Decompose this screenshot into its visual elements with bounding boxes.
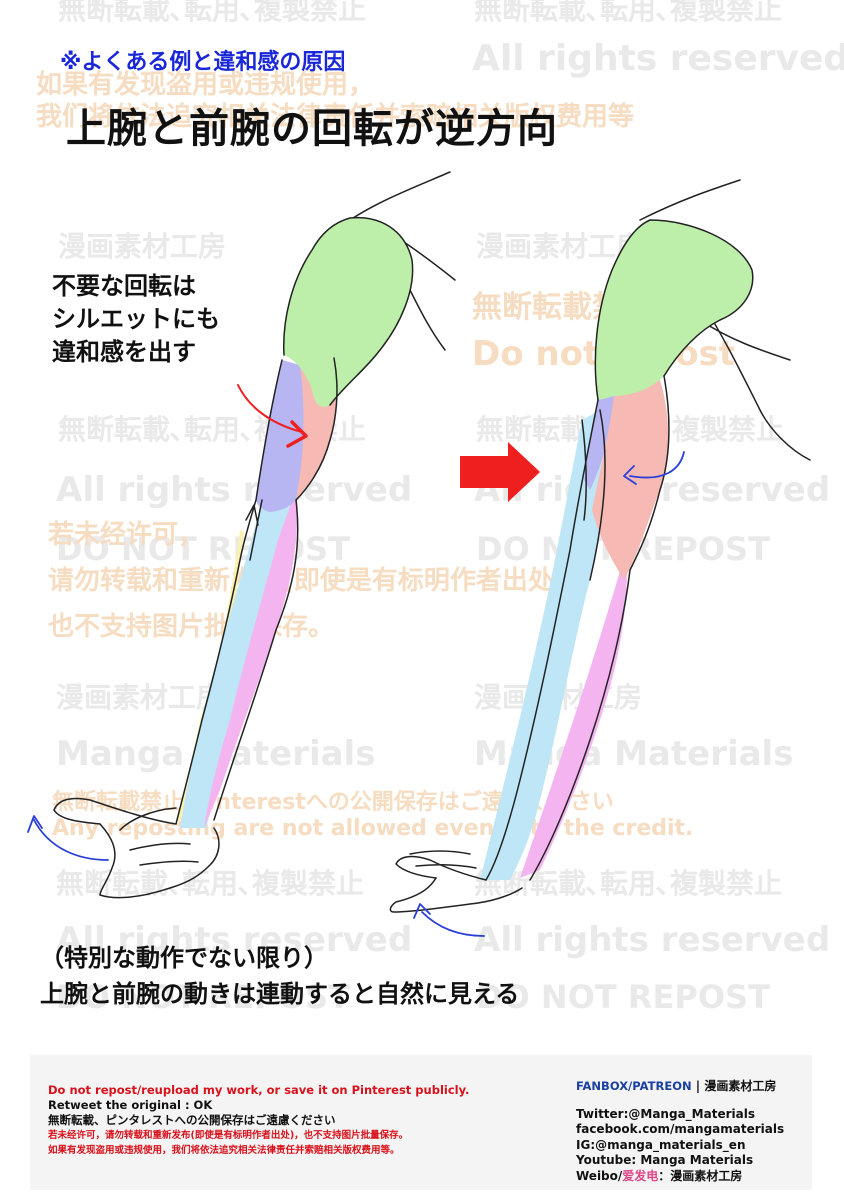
callout-line-2: シルエットにも bbox=[52, 305, 220, 333]
weibo-suffix: ：漫画素材工房 bbox=[658, 1168, 743, 1183]
weibo-line[interactable]: Weibo/爱发电：漫画素材工房 bbox=[576, 1169, 784, 1185]
facebook-link[interactable]: facebook.com/mangamaterials bbox=[576, 1122, 785, 1136]
watermark-dnr-caps-4: DO NOT REPOST bbox=[476, 978, 770, 1016]
right-biceps bbox=[584, 396, 614, 490]
left-arm-drawing bbox=[27, 171, 456, 899]
arm-illustration bbox=[27, 171, 811, 937]
fanbox-link[interactable]: FANBOX/PATREON bbox=[576, 1079, 692, 1093]
transition-arrow bbox=[460, 442, 540, 502]
notice-english: Do not repost/reupload my work, or save … bbox=[48, 1083, 470, 1097]
right-arm-drawing bbox=[389, 179, 811, 937]
notice-chinese-1: 若未经许可，请勿转载和重新发布(即使是有标明作者出处)，也不支持图片批量保存。 bbox=[48, 1130, 409, 1141]
instagram-link[interactable]: IG:@manga_materials_en bbox=[576, 1137, 746, 1152]
twitter-link[interactable]: Twitter:@Manga_Materials bbox=[576, 1106, 755, 1121]
left-biceps bbox=[256, 360, 307, 512]
watermark-rights-top: All rights reserved bbox=[472, 38, 844, 79]
bottom-note-line-2: 上腕と前腕の動きは連動すると自然に見える bbox=[40, 980, 520, 1008]
youtube-link[interactable]: Youtube: Manga Materials bbox=[576, 1153, 754, 1167]
page-title: 上腕と前腕の回転が逆方向 bbox=[66, 105, 558, 152]
weibo-pink: 爱发电 bbox=[622, 1168, 659, 1183]
footer: Do not repost/reupload my work, or save … bbox=[30, 1055, 812, 1190]
subtitle: ※よくある例と違和感の原因 bbox=[60, 50, 346, 75]
fanbox-separator: | bbox=[691, 1079, 705, 1093]
right-deltoid bbox=[595, 220, 753, 400]
left-forearm-pink bbox=[204, 490, 298, 828]
footer-links: FANBOX/PATREON | 漫画素材工房 Twitter:@Manga_M… bbox=[576, 1075, 784, 1184]
watermark-top-right: 無断転載､転用､複製禁止 bbox=[474, 0, 783, 26]
callout-line-3: 違和感を出す bbox=[52, 338, 196, 366]
watermark-top-left: 無断転載､転用､複製禁止 bbox=[58, 0, 367, 26]
fanbox-name: 漫画素材工房 bbox=[704, 1079, 777, 1093]
weibo-prefix: Weibo/ bbox=[576, 1168, 623, 1183]
bottom-note-line-1: （特別な動作でない限り） bbox=[40, 944, 328, 972]
bottom-note: （特別な動作でない限り） 上腕と前腕の動きは連動すると自然に見える bbox=[40, 940, 519, 1012]
left-forearm-yellow bbox=[176, 530, 244, 825]
fanbox-line: FANBOX/PATREON | 漫画素材工房 bbox=[576, 1075, 784, 1095]
left-deltoid bbox=[283, 217, 413, 407]
callout-text: 不要な回転は シルエットにも 違和感を出す bbox=[52, 270, 220, 369]
notice-retweet: Retweet the original : OK bbox=[48, 1098, 213, 1112]
notice-japanese: 無断転載、ピンタレストへの公開保存はご遠慮ください bbox=[48, 1113, 336, 1127]
footer-notice: Do not repost/reupload my work, or save … bbox=[48, 1083, 469, 1158]
callout-line-1: 不要な回転は bbox=[52, 272, 196, 300]
left-forearm-blue bbox=[180, 490, 297, 828]
notice-chinese-2: 如果有发现盗用或违规使用，我们将依法追究相关法律责任并索赔相关版权费用等。 bbox=[48, 1145, 400, 1156]
